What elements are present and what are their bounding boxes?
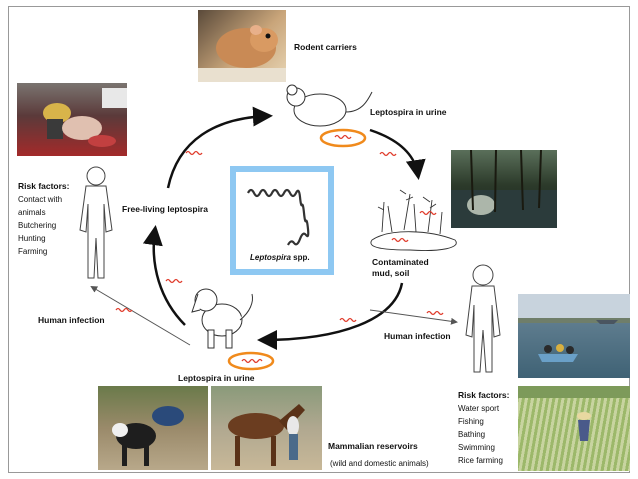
urine-puddle-top xyxy=(319,128,367,148)
rat-drawing xyxy=(286,84,373,127)
risk-left-title: Risk factors: xyxy=(18,181,70,191)
butchering-photo xyxy=(17,83,127,156)
risk-left-item: Hunting xyxy=(18,234,46,243)
mud-soil-label: mud, soil xyxy=(372,268,410,278)
cycle-arrow-right xyxy=(369,128,426,180)
risk-left-item: Butchering xyxy=(18,221,57,230)
leptospira-spirochete xyxy=(247,188,310,246)
cycle-arrow-top xyxy=(166,106,273,189)
risk-right-item: Bathing xyxy=(458,430,486,439)
horse-photo xyxy=(211,386,322,470)
free-living-label: Free-living leptospira xyxy=(122,204,208,214)
risk-right-title: Risk factors: xyxy=(458,390,510,400)
boat-photo xyxy=(518,294,630,378)
human-figure-right xyxy=(465,264,501,373)
risk-factors-left: Risk factors: Contact with animals Butch… xyxy=(18,180,70,258)
risk-factors-right: Risk factors: Water sport Fishing Bathin… xyxy=(458,389,510,467)
human-infection-arrow-right xyxy=(369,309,458,325)
risk-right-item: Rice farming xyxy=(458,456,503,465)
center-caption-italic: Leptospira xyxy=(250,253,291,262)
human-infection-arrow-left xyxy=(90,285,191,346)
rice-farming-photo xyxy=(518,386,630,471)
risk-left-item: Farming xyxy=(18,247,48,256)
dog-drawing xyxy=(191,288,253,349)
risk-right-item: Swimming xyxy=(458,443,495,452)
center-caption-rest: spp. xyxy=(290,253,310,262)
human-figure-left xyxy=(79,166,113,279)
cycle-arrow-left xyxy=(142,225,186,326)
mammalian-reservoirs-label: Mammalian reservoirs xyxy=(328,441,418,451)
leptospira-urine-bottom-label: Leptospira in urine xyxy=(178,373,255,383)
risk-right-item: Fishing xyxy=(458,417,484,426)
leptospira-urine-top-label: Leptospira in urine xyxy=(370,107,447,117)
spirochete-marks xyxy=(115,134,444,364)
human-infection-left-label: Human infection xyxy=(38,315,105,325)
cycle-arrow-bottom xyxy=(257,282,404,350)
rodent-photo xyxy=(198,10,286,82)
contaminated-soil-drawing xyxy=(370,189,457,251)
human-infection-right-label: Human infection xyxy=(384,331,451,341)
center-leptospira-box xyxy=(230,166,334,275)
rodent-carriers-label: Rodent carriers xyxy=(294,42,357,52)
risk-left-item: animals xyxy=(18,208,46,217)
cow-photo xyxy=(98,386,208,470)
risk-left-item: Contact with xyxy=(18,195,63,204)
risk-right-item: Water sport xyxy=(458,404,500,413)
mammalian-sub-label: (wild and domestic animals) xyxy=(330,459,429,468)
urine-puddle-bottom xyxy=(227,351,275,371)
center-caption: Leptospira spp. xyxy=(250,253,310,262)
pond-photo xyxy=(451,150,557,228)
contaminated-label: Contaminated xyxy=(372,257,429,267)
